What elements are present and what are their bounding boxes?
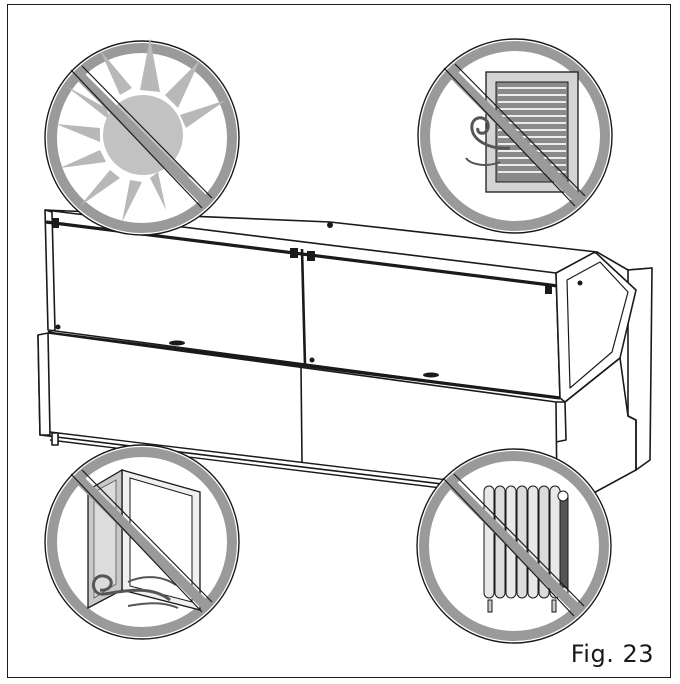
air-vent-icon bbox=[465, 71, 579, 193]
no-air-vent-prohibition bbox=[417, 38, 613, 234]
figure-label: Fig. 23 bbox=[570, 640, 654, 668]
no-radiator-prohibition bbox=[416, 448, 612, 644]
radiator-icon bbox=[483, 485, 569, 613]
no-sun-prohibition bbox=[44, 38, 240, 236]
no-open-door-prohibition bbox=[44, 444, 240, 640]
